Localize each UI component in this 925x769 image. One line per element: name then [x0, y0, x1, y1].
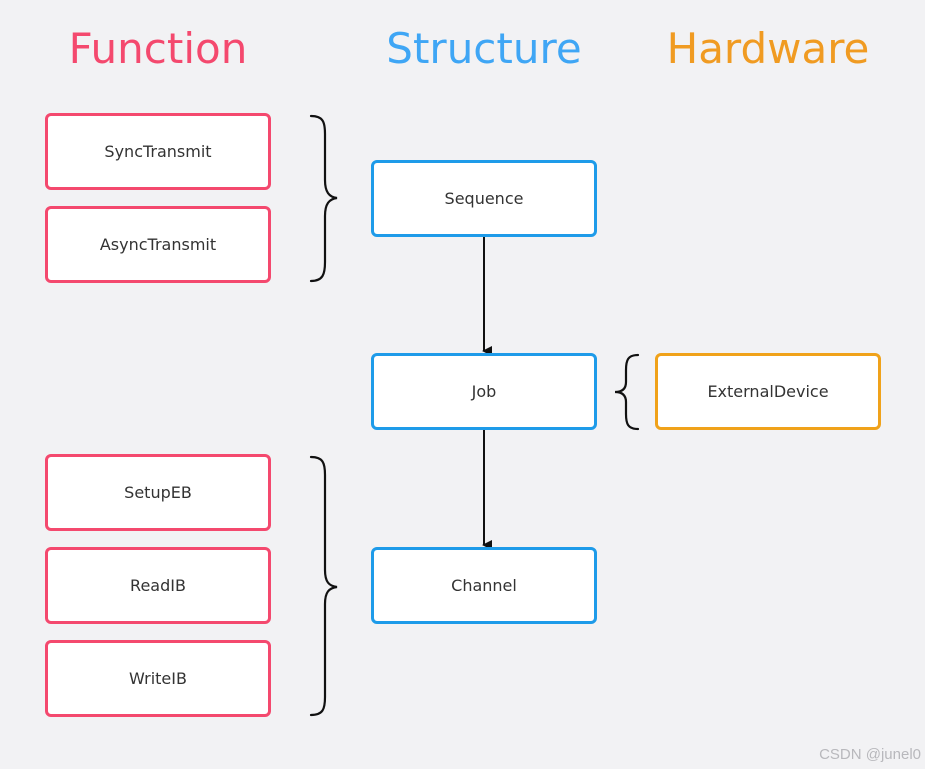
node-asynctransmit: AsyncTransmit [45, 206, 271, 283]
hardware-heading: Hardware [666, 24, 870, 73]
node-synctransmit: SyncTransmit [45, 113, 271, 190]
node-job: Job [371, 353, 597, 430]
node-channel: Channel [371, 547, 597, 624]
node-readib: ReadIB [45, 547, 271, 624]
brace-transmit-group [309, 114, 338, 283]
brace-hardware-group [614, 353, 640, 431]
structure-heading: Structure [386, 24, 582, 73]
function-heading: Function [68, 24, 248, 73]
node-externaldevice: ExternalDevice [655, 353, 881, 430]
node-sequence: Sequence [371, 160, 597, 237]
watermark: CSDN @junel0 [819, 746, 921, 763]
node-writeib: WriteIB [45, 640, 271, 717]
brace-buffer-group [309, 455, 338, 717]
node-setupeb: SetupEB [45, 454, 271, 531]
